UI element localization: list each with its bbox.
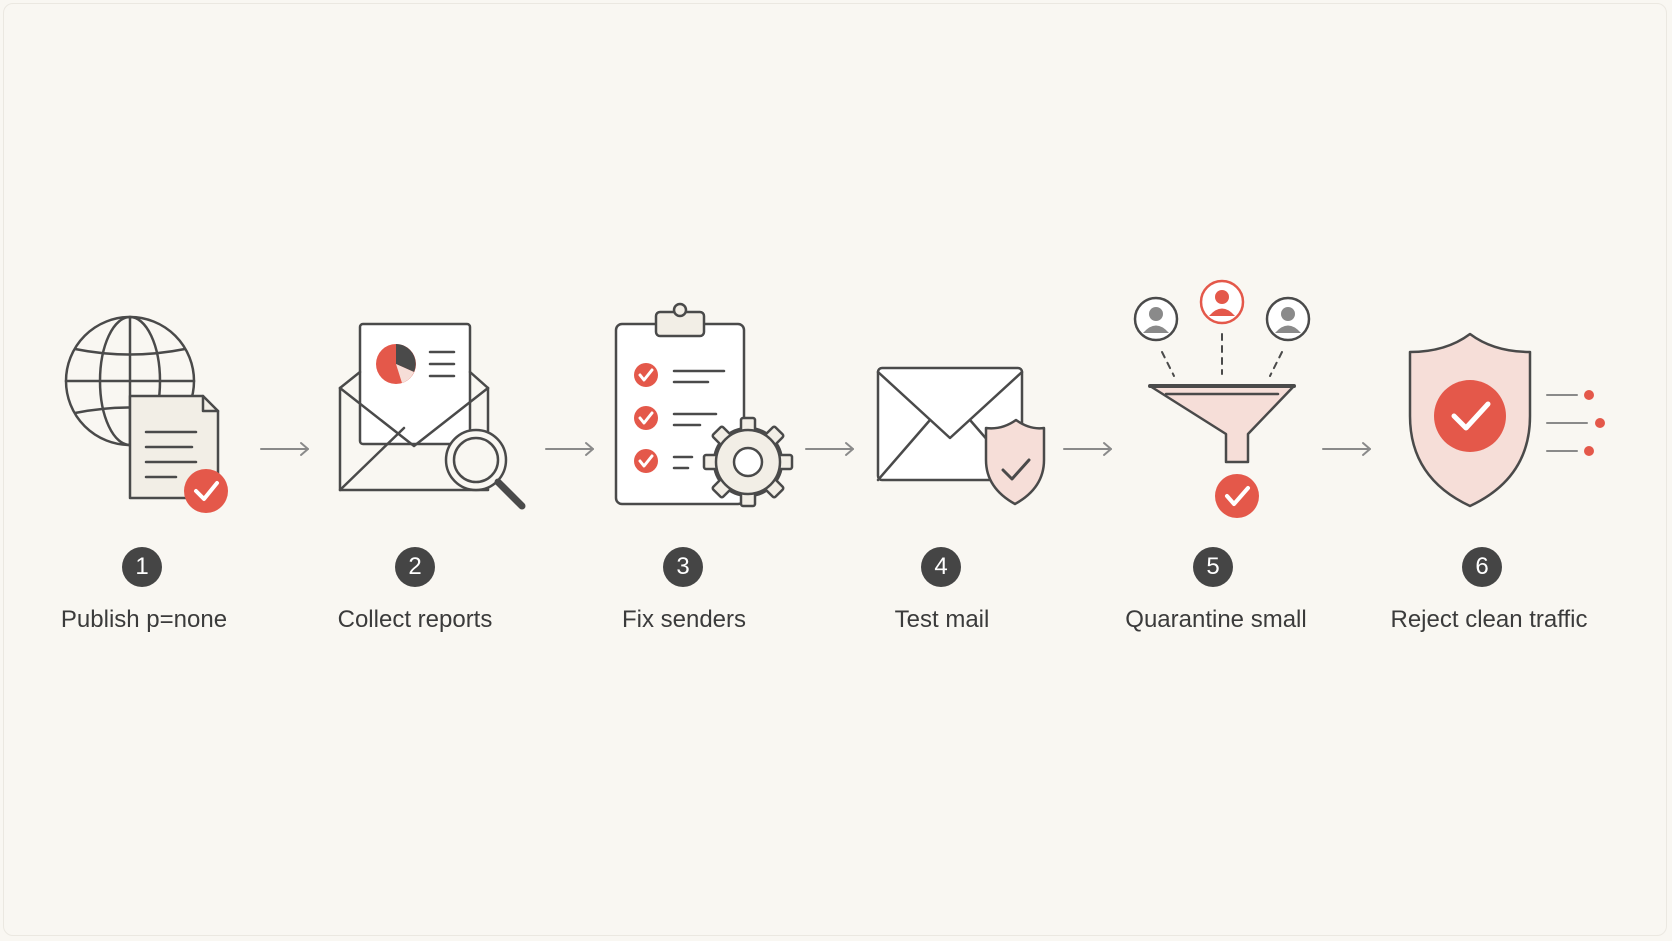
step-1-number-badge: 1: [122, 547, 162, 587]
arrow-right-icon: [1063, 442, 1112, 456]
arrow-right-icon: [545, 442, 594, 456]
step-3-number-badge: 3: [663, 547, 703, 587]
step-5-label: Quarantine small: [1125, 606, 1307, 633]
shield-check-icon: [1408, 332, 1605, 508]
globe-document-check-icon: [64, 315, 228, 513]
step-6-label: Reject clean traffic: [1390, 606, 1588, 633]
step-6-number-badge: 6: [1462, 547, 1502, 587]
arrow-right-icon: [260, 442, 309, 456]
step-2-label: Collect reports: [337, 606, 493, 633]
arrow-right-icon: [1322, 442, 1371, 456]
arrow-right-icon: [805, 442, 854, 456]
users-funnel-check-icon: [1133, 279, 1311, 518]
step-4-label: Test mail: [894, 606, 990, 633]
step-1-label: Publish p=none: [60, 606, 228, 633]
envelope-shield-icon: [876, 366, 1046, 506]
envelope-report-magnifier-icon: [338, 322, 526, 510]
step-2-number-badge: 2: [395, 547, 435, 587]
step-5-number-badge: 5: [1193, 547, 1233, 587]
step-4-number-badge: 4: [921, 547, 961, 587]
step-3-label: Fix senders: [621, 606, 747, 633]
diagram-frame: [3, 3, 1667, 936]
clipboard-checklist-gear-icon: [614, 302, 794, 508]
